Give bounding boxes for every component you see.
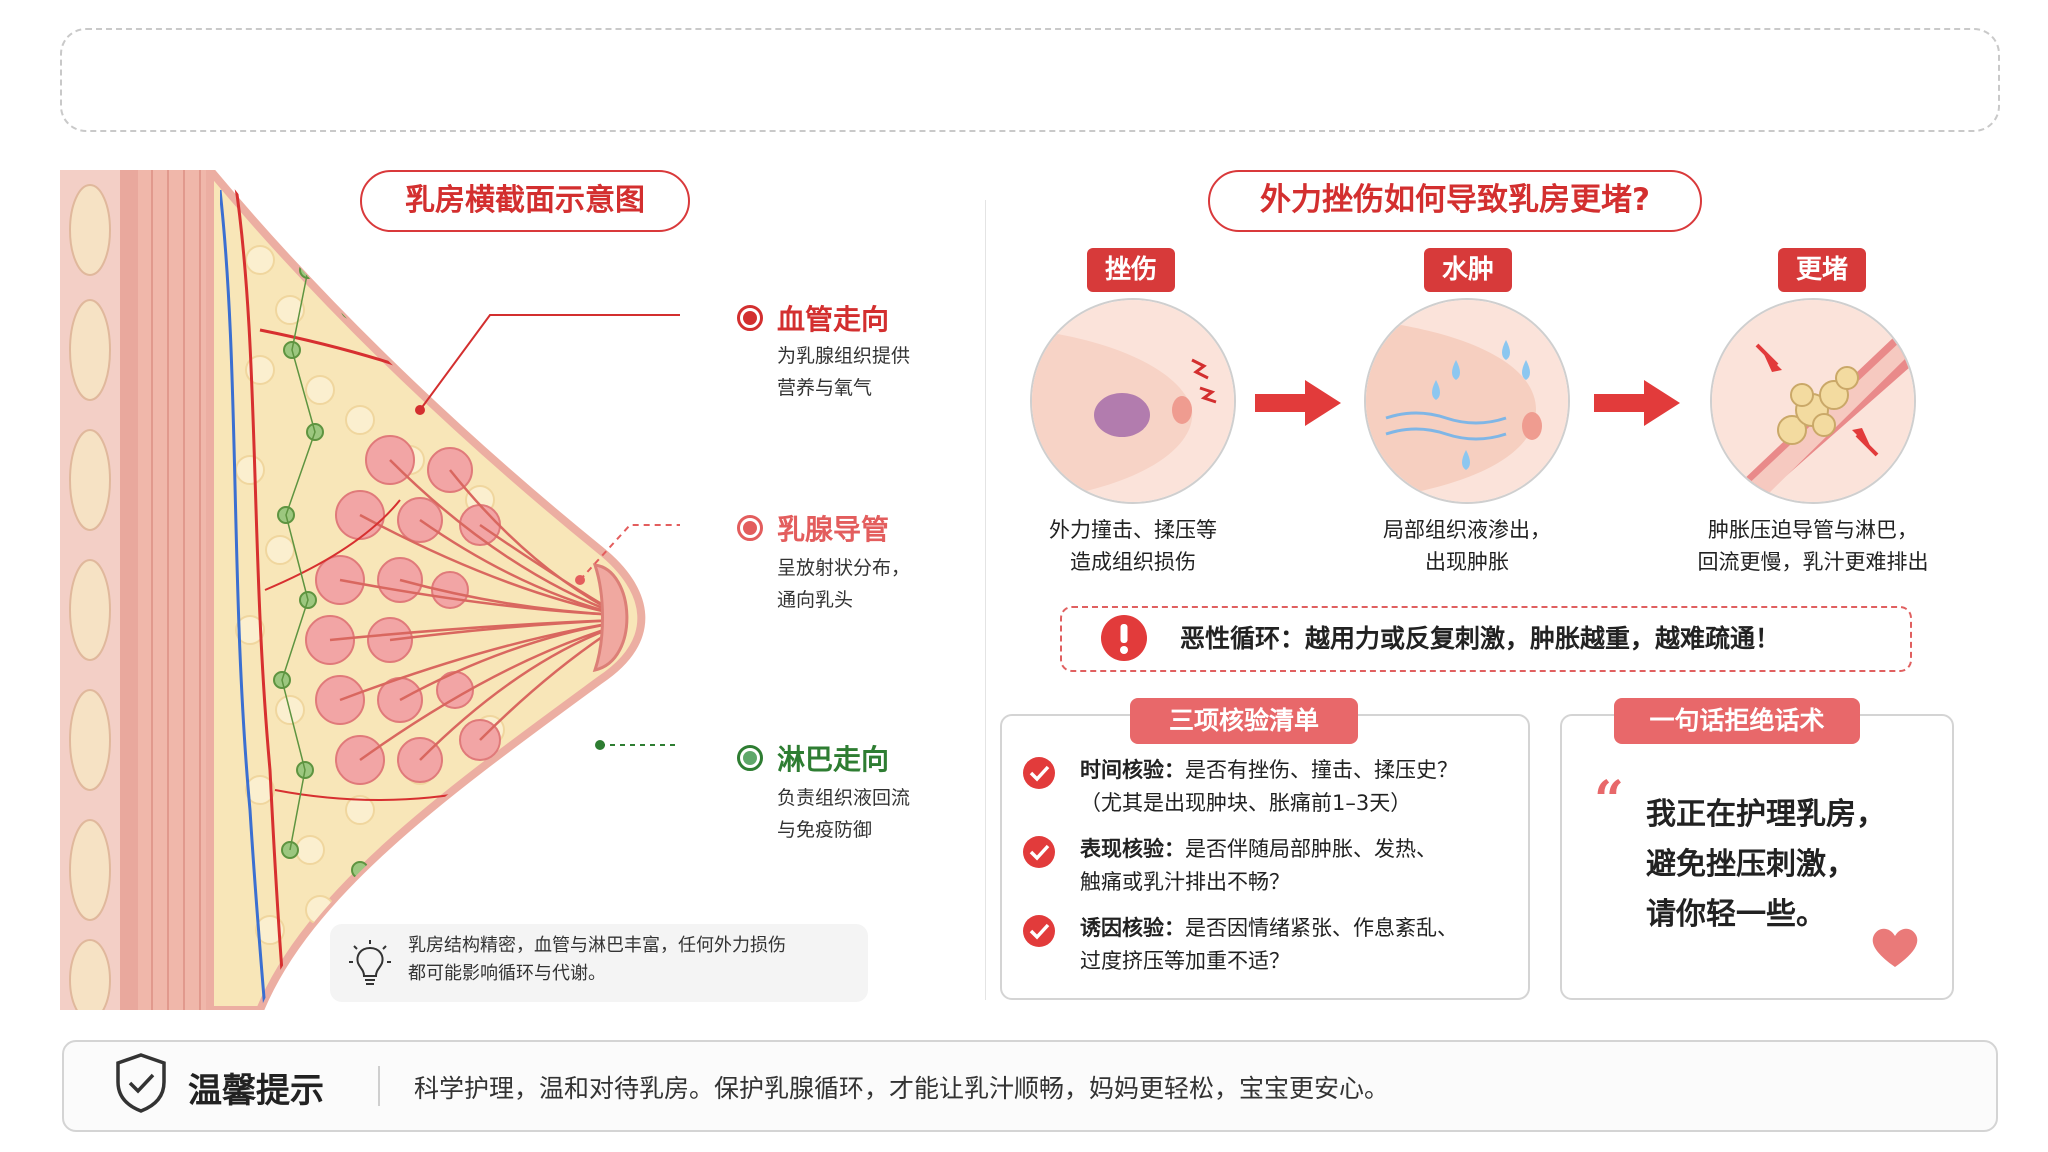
right-panel-title: 外力挫伤如何导致乳房更堵? [1208, 170, 1702, 232]
stage-image-contusion [1030, 298, 1236, 504]
checklist-title: 三项核验清单 [1130, 698, 1358, 744]
check-circle-icon [1023, 757, 1055, 789]
footer-divider [378, 1066, 380, 1106]
breast-cross-section-illustration [60, 170, 680, 1010]
tip-line: 乳房结构精密，血管与淋巴丰富，任何外力损伤 [408, 935, 786, 956]
callout-desc-line: 与免疫防御 [777, 819, 873, 841]
checklist-item-label: 表现核验： [1080, 837, 1185, 861]
stage-image-edema [1364, 298, 1570, 504]
stage-label-contusion: 挫伤 [1087, 248, 1175, 292]
arrow-right-icon [1594, 380, 1680, 426]
checklist-item-text: 触痛或乳汁排出不畅？ [1080, 870, 1290, 894]
stage-caption: 肿胀压迫导管与淋巴， 回流更慢，乳汁更难排出 [1683, 514, 1943, 578]
footer-bar [62, 1040, 1998, 1132]
checklist-item: 诱因核验：是否因情绪紧张、作息紊乱、 过度挤压等加重不适？ [1022, 912, 1522, 982]
refusal-title: 一句话拒绝话术 [1614, 698, 1860, 744]
stage-caption-line: 造成组织损伤 [1070, 550, 1196, 574]
quote-mark-icon: “ [1594, 770, 1624, 831]
checklist-item-text: 是否因情绪紧张、作息紊乱、 [1185, 916, 1458, 940]
callout-desc: 负责组织液回流 与免疫防御 [777, 782, 910, 846]
callout-mammary-duct: 乳腺导管 [737, 508, 889, 548]
checklist-item: 表现核验：是否伴随局部肿胀、发热、 触痛或乳汁排出不畅？ [1022, 833, 1522, 903]
callout-desc-line: 负责组织液回流 [777, 787, 911, 809]
stage-caption-line: 局部组织液渗出， [1383, 518, 1551, 542]
callout-title: 淋巴走向 [777, 743, 890, 776]
lightbulb-icon [349, 940, 391, 985]
refusal-line: 请你轻一些。 [1646, 897, 1826, 932]
blood-vessel-dot-icon [737, 305, 763, 331]
callout-desc-line: 呈放射状分布， [777, 557, 911, 579]
stage-label-blocked: 更堵 [1778, 248, 1866, 292]
refusal-line: 我正在护理乳房， [1646, 797, 1886, 832]
checklist-item: 时间核验：是否有挫伤、撞击、揉压史？ （尤其是出现肿块、胀痛前1–3天） [1022, 754, 1522, 824]
tip-line: 都可能影响循环与代谢。 [408, 963, 606, 984]
checklist-item-label: 诱因核验： [1080, 916, 1185, 940]
refusal-text: 我正在护理乳房， 避免挫压刺激， 请你轻一些。 [1646, 790, 1886, 940]
callout-title: 血管走向 [777, 303, 890, 336]
warning-text: 恶性循环：越用力或反复刺激，肿胀越重，越难疏通！ [1180, 624, 1781, 653]
checklist-item-text: （尤其是出现肿块、胀痛前1–3天） [1080, 791, 1412, 815]
refusal-line: 避免挫压刺激， [1646, 847, 1856, 882]
callout-desc-line: 通向乳头 [777, 589, 854, 611]
shield-check-icon [116, 1053, 166, 1113]
tip-text: 乳房结构精密，血管与淋巴丰富，任何外力损伤 都可能影响循环与代谢。 [408, 932, 858, 988]
stage-caption-line: 回流更慢，乳汁更难排出 [1697, 550, 1929, 574]
stage-caption-line: 外力撞击、揉压等 [1049, 518, 1217, 542]
checklist-item-text: 是否有挫伤、撞击、揉压史？ [1185, 758, 1458, 782]
stage-image-blocked [1710, 298, 1916, 504]
callout-desc-line: 为乳腺组织提供 [777, 345, 911, 367]
panel-divider [985, 200, 986, 1000]
checklist-item-text: 过度挤压等加重不适？ [1080, 949, 1290, 973]
callout-desc: 为乳腺组织提供 营养与氧气 [777, 340, 910, 404]
callout-lymph: 淋巴走向 [737, 738, 889, 778]
stage-label-edema: 水肿 [1424, 248, 1512, 292]
stage-caption-line: 肿胀压迫导管与淋巴， [1708, 518, 1918, 542]
footer-text: 科学护理，温和对待乳房。保护乳腺循环，才能让乳汁顺畅，妈妈更轻松，宝宝更安心。 [414, 1074, 1390, 1103]
stage-caption: 局部组织液渗出， 出现肿胀 [1337, 514, 1597, 578]
duct-dot-icon [737, 515, 763, 541]
arrow-right-icon [1255, 380, 1341, 426]
heart-icon [1872, 928, 1918, 967]
callout-desc: 呈放射状分布， 通向乳头 [777, 552, 910, 616]
left-panel-title: 乳房横截面示意图 [360, 170, 690, 232]
footer-title: 温馨提示 [188, 1071, 324, 1111]
tip-box [330, 924, 868, 1002]
exclamation-icon [1101, 615, 1147, 661]
callout-blood-vessel: 血管走向 [737, 298, 889, 338]
stage-caption: 外力撞击、揉压等 造成组织损伤 [1003, 514, 1263, 578]
warning-box [1060, 606, 1912, 672]
check-circle-icon [1023, 915, 1055, 947]
callout-desc-line: 营养与氧气 [777, 377, 873, 399]
check-circle-icon [1023, 836, 1055, 868]
callout-title: 乳腺导管 [777, 513, 890, 546]
stage-caption-line: 出现肿胀 [1425, 550, 1509, 574]
checklist-item-text: 是否伴随局部肿胀、发热、 [1185, 837, 1437, 861]
lymph-dot-icon [737, 745, 763, 771]
checklist-item-label: 时间核验： [1080, 758, 1185, 782]
top-placeholder-box [60, 28, 2000, 132]
